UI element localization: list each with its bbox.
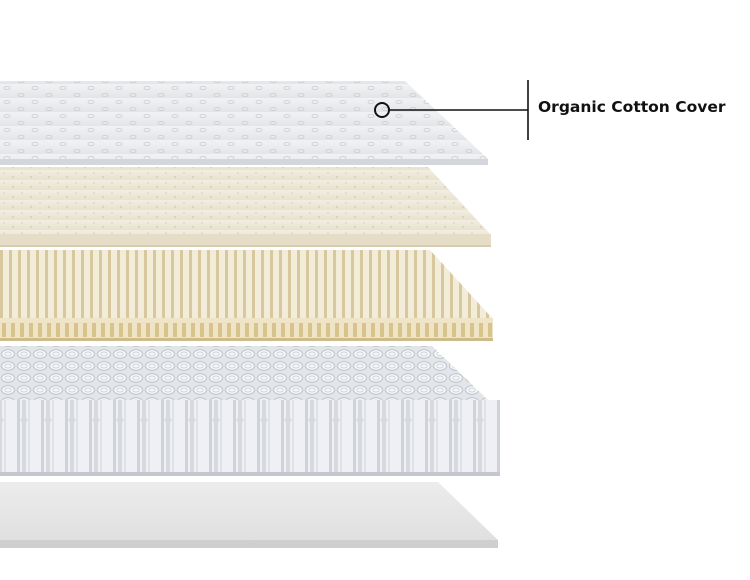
- layer-base: [0, 482, 498, 548]
- layer-cover: [0, 81, 488, 165]
- layer-coils: [0, 346, 500, 476]
- callout-label: Organic Cotton Cover: [538, 98, 726, 116]
- callout: [374, 80, 529, 140]
- layer-wool: [0, 167, 491, 247]
- layer-latex: [0, 250, 493, 341]
